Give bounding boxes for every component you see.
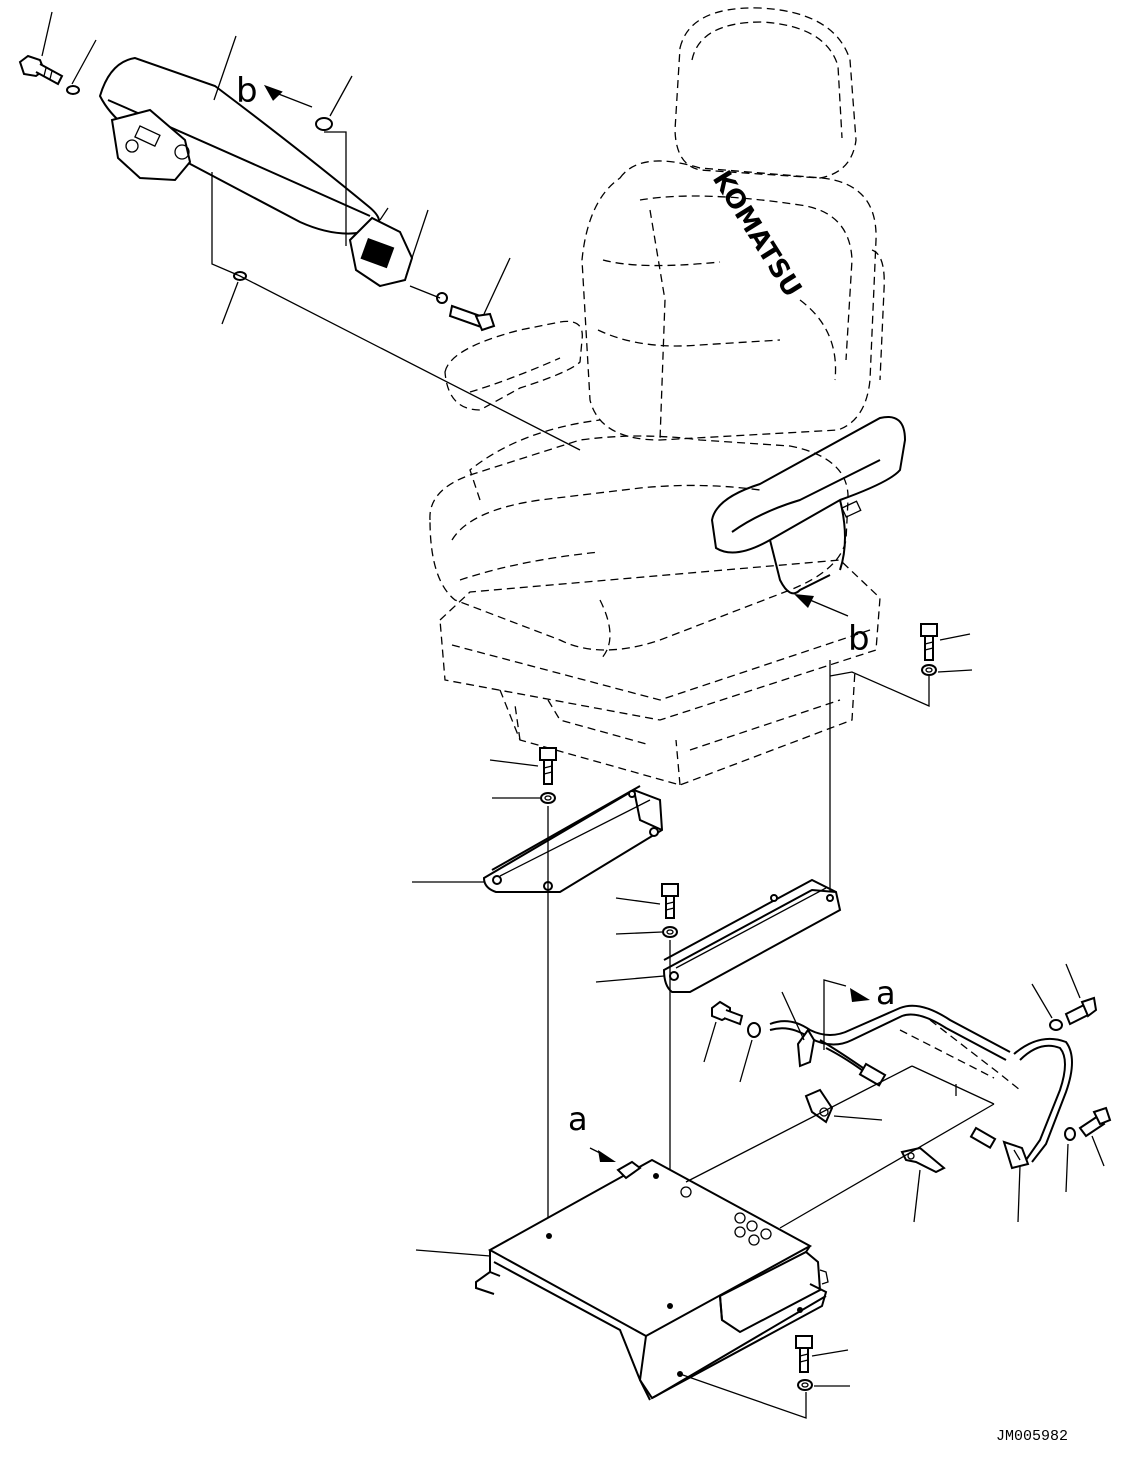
washer-seat-right	[921, 664, 973, 676]
operator-seat-phantom: KOMATSU	[429, 7, 885, 786]
seat-rail-left	[482, 785, 664, 893]
leader-base-bracket	[415, 1249, 491, 1257]
leader-harness-clamp-right	[1017, 1165, 1021, 1223]
view-arrow-a-left: a	[568, 1100, 616, 1162]
seat-belt-assembly	[98, 56, 414, 288]
bolt-harness-left	[703, 1000, 744, 1063]
belt-leaders	[41, 11, 581, 451]
harness-assembly-lines	[685, 1065, 995, 1229]
svg-text:a: a	[568, 1100, 588, 1138]
view-arrow-a-top: a	[823, 974, 896, 1050]
harness-clamp-right	[900, 1146, 946, 1223]
bolt-base-bottom	[795, 1335, 849, 1373]
svg-text:b: b	[848, 619, 870, 659]
view-arrow-b-top: b	[236, 71, 313, 111]
washer-harness-right-lower	[1064, 1127, 1076, 1193]
washer-harness-left	[739, 1022, 761, 1083]
washer-rail-right	[662, 926, 678, 938]
bolt-buckle	[448, 304, 496, 332]
svg-text:a: a	[876, 974, 896, 1012]
bolt-rail-left	[539, 747, 557, 785]
svg-text:b: b	[236, 71, 258, 111]
harness-clamp-top	[781, 991, 816, 1068]
washer-belt-left	[66, 85, 80, 95]
leader-bolt-rail-right	[615, 897, 661, 905]
view-arrow-b-right: b	[794, 594, 870, 659]
leader-washer-rail-right	[615, 931, 663, 935]
washer-buckle	[436, 292, 448, 304]
bolt-seat-right	[920, 623, 971, 661]
seat-base-bracket	[475, 1158, 829, 1401]
bolt-harness-right-lower	[1078, 1106, 1112, 1167]
washer-rail-left	[540, 792, 556, 804]
seat-rail-right	[662, 878, 842, 993]
leader-bolt-rail-left	[489, 759, 539, 767]
seat-logo: KOMATSU	[706, 166, 807, 303]
wiring-harness	[769, 1004, 1073, 1170]
right-armrest	[710, 416, 907, 595]
collar-belt	[315, 117, 333, 131]
bolt-rail-right	[661, 883, 679, 919]
leader-seat-right	[829, 671, 930, 707]
reference-code: JM005982	[996, 1428, 1068, 1445]
harness-clamp-lower	[804, 1088, 883, 1124]
washer-harness-right-top	[1031, 983, 1063, 1031]
leader-rail-right	[595, 975, 665, 983]
washer-base-bottom	[797, 1379, 850, 1391]
bolt-belt-left	[18, 54, 64, 86]
bolt-harness-right-top	[1064, 963, 1098, 1026]
leader-base-bottom	[679, 1373, 807, 1419]
